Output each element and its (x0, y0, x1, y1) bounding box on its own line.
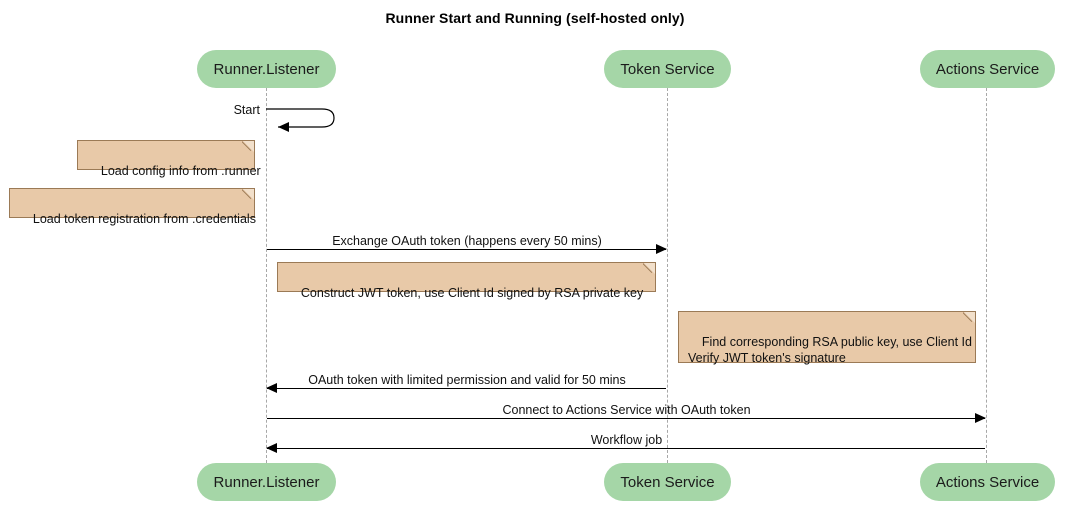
note-construct-jwt: Construct JWT token, use Client Id signe… (277, 262, 656, 300)
participant-token-top[interactable]: Token Service (604, 50, 731, 88)
message-arrowhead-workflow-job (266, 443, 277, 453)
note-load-token-registration: Load token registration from .credential… (9, 188, 256, 226)
participant-label: Actions Service (935, 473, 1040, 491)
participant-token-bottom[interactable]: Token Service (604, 463, 731, 501)
message-label-start: Start (233, 103, 260, 117)
message-line-workflow-job (267, 448, 985, 449)
lifeline-runner (266, 88, 267, 463)
participant-label: Runner.Listener (213, 473, 320, 491)
note-fold-edge (242, 189, 254, 201)
message-label-workflow-job: Workflow job (590, 433, 663, 447)
participant-label: Actions Service (935, 60, 1040, 78)
note-text: Load token registration from .credential… (32, 212, 256, 226)
note-fold-edge (963, 312, 975, 324)
message-line-connect-actions-service (267, 418, 985, 419)
lifeline-token (667, 88, 668, 463)
message-arrowhead-exchange-oauth-token (656, 244, 667, 254)
note-fold-edge (643, 263, 655, 275)
message-arrowhead-connect-actions-service (975, 413, 986, 423)
self-message-start-arrow (266, 108, 335, 132)
message-arrowhead-oauth-token-reply (266, 383, 277, 393)
participant-label: Token Service (620, 60, 715, 78)
message-line-oauth-token-reply (267, 388, 666, 389)
message-label-oauth-token-reply: OAuth token with limited permission and … (308, 373, 626, 387)
participant-runner-top[interactable]: Runner.Listener (197, 50, 336, 88)
participant-actions-bottom[interactable]: Actions Service (920, 463, 1055, 501)
message-label-connect-actions-service: Connect to Actions Service with OAuth to… (502, 403, 751, 417)
participant-label: Runner.Listener (213, 60, 320, 78)
lifeline-actions (986, 88, 987, 463)
note-verify-jwt: Find corresponding RSA public key, use C… (678, 311, 976, 365)
message-label-exchange-oauth-token: Exchange OAuth token (happens every 50 m… (332, 234, 602, 248)
note-text: Construct JWT token, use Client Id signe… (300, 286, 644, 300)
diagram-title: Runner Start and Running (self-hosted on… (385, 10, 685, 26)
note-text: Find corresponding RSA public key, use C… (688, 335, 972, 365)
note-fold-edge (242, 141, 254, 153)
note-text: Load config info from .runner (100, 164, 261, 178)
participant-label: Token Service (620, 473, 715, 491)
note-load-config: Load config info from .runner (77, 140, 261, 178)
message-line-exchange-oauth-token (267, 249, 666, 250)
participant-runner-bottom[interactable]: Runner.Listener (197, 463, 336, 501)
participant-actions-top[interactable]: Actions Service (920, 50, 1055, 88)
